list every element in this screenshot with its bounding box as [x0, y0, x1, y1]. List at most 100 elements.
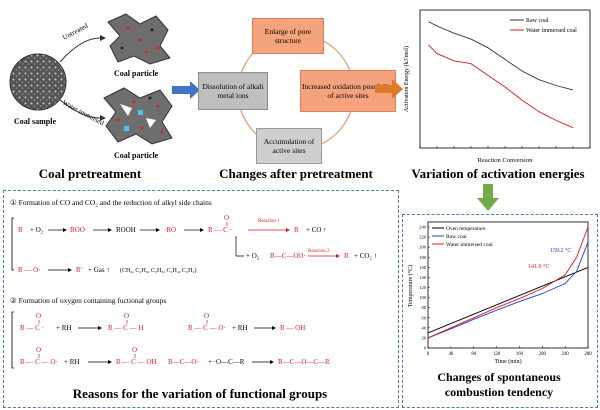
reasons-panel — [3, 190, 399, 408]
combustion-caption-line2: combustion tendency — [444, 385, 554, 399]
coal-particle-label-bottom: Coal particle — [114, 151, 159, 160]
activation-caption: Variation of activation energies — [411, 166, 585, 181]
x-tick-label-0: 0 — [427, 352, 430, 357]
y-tick-label-9: 180 — [419, 255, 427, 260]
accumulation-box: Accumulation of active sites — [256, 128, 322, 164]
annotation-water: 141.9 °C — [528, 263, 549, 270]
svg-text:+ RH: + RH — [232, 324, 247, 332]
activation-energy-chart: Raw coal Water immersed coal Activation … — [403, 9, 591, 164]
reaction-scheme-2: R — C · O + RH R — C — H O R — C — O· O … — [11, 311, 330, 369]
svg-text:+ ·O—C—R: + ·O—C—R — [208, 358, 245, 366]
svg-text:R—C—OO·: R—C—OO· — [270, 252, 306, 260]
svg-text:ROOH: ROOH — [116, 226, 136, 234]
legend-raw-label: Raw coal — [526, 18, 549, 24]
dissolution-text: Dissolution of alkali metal ions — [202, 82, 264, 100]
svg-text:O: O — [132, 346, 137, 354]
y-tick-label-12: 240 — [419, 225, 427, 230]
coal-particle-untreated-icon — [107, 13, 171, 65]
y-tick-label-7: 140 — [419, 275, 427, 280]
increased-oxidation-box: Increased oxidation possibility of activ… — [300, 70, 396, 112]
enlarge-pore-box: Enlarge of pore structure — [252, 18, 324, 54]
y-tick-label-10: 200 — [419, 245, 427, 250]
reasons-heading-1: ① Formation of CO and CO₂ and the reduct… — [10, 198, 212, 207]
combustion-panel — [402, 214, 598, 408]
activation-xlabel: Reaction Conversion — [478, 157, 533, 164]
svg-text:R—C—O·: R—C—O· — [168, 358, 199, 366]
reaction-scheme-1: R+ O₂ ROO· ROOH ·RO R — C · O Reaction 1… — [11, 214, 377, 274]
coal-pretreatment-panel: Untreated Water immersed Coal sample Coa… — [0, 0, 190, 190]
svg-text:R — C — OH: R — C — OH — [116, 358, 156, 366]
legend-oven-label: Oven temperature — [446, 226, 486, 232]
y-tick-label-2: 40 — [422, 325, 427, 330]
combustion-series-2 — [427, 226, 589, 339]
coal-pretreatment-illustration: Untreated Water immersed Coal sample Coa… — [9, 13, 173, 160]
reasons-heading-2: ② Formation of oxygen containing fuction… — [10, 296, 167, 305]
svg-text:R: R — [294, 226, 299, 234]
svg-text:+ Gas ↑: + Gas ↑ — [88, 266, 110, 274]
svg-text:+ O₂: + O₂ — [246, 252, 260, 260]
svg-text:+ O₂: + O₂ — [30, 226, 44, 234]
svg-text:R: R — [344, 252, 349, 260]
svg-text:ROO·: ROO· — [70, 226, 87, 234]
y-tick-label-11: 220 — [419, 235, 427, 240]
y-tick-label-1: 20 — [422, 335, 427, 340]
arrow-right-orange-icon — [375, 79, 403, 99]
arrow-down-icon — [477, 184, 499, 211]
changes-panel: Enlarge of pore structure Dissolution of… — [196, 8, 396, 168]
svg-text:R — O·: R — O· — [18, 266, 41, 274]
series-line-0 — [428, 21, 574, 91]
svg-text:+ RH: + RH — [56, 324, 71, 332]
svg-text:O: O — [124, 312, 129, 320]
svg-text:·RO: ·RO — [164, 226, 176, 234]
svg-text:R': R' — [76, 266, 82, 274]
untreated-arrow — [59, 37, 101, 63]
reaction-1-label: Reaction 1 — [258, 219, 280, 224]
svg-text:R — C ·: R — C · — [208, 226, 232, 234]
y-tick-label-8: 160 — [419, 265, 427, 270]
legend-water-coal-label: Water immersed coal — [446, 242, 493, 248]
coal-particle-water-immersed-icon — [103, 87, 173, 145]
changes-caption: Changes after pretreatment — [219, 166, 373, 181]
svg-text:+ RH: + RH — [64, 358, 79, 366]
increased-oxidation-text: Increased oxidation possibility of activ… — [301, 82, 395, 100]
x-tick-label-4: 160 — [516, 352, 524, 357]
activation-plot-area — [419, 9, 591, 149]
x-tick-label-1: 40 — [448, 352, 453, 357]
combustion-xlabel: Time (min) — [494, 358, 521, 365]
activation-panel: Raw coal Water immersed coal Activation … — [398, 6, 598, 166]
annotation-raw: 159.2 °C — [550, 247, 571, 254]
water-immersed-label: Water immersed — [61, 99, 106, 128]
x-tick-label-7: 280 — [584, 352, 592, 357]
combustion-ylabel: Temperature (°C) — [407, 265, 414, 307]
svg-text:+ CO₂ ↑: + CO₂ ↑ — [354, 252, 377, 260]
y-tick-label-4: 80 — [422, 305, 427, 310]
combustion-plot-area — [427, 221, 589, 349]
coal-pretreatment-caption: Coal pretreatment — [38, 166, 142, 181]
svg-text:R — C — O·: R — C — O· — [188, 324, 226, 332]
svg-text:R: R — [18, 226, 23, 234]
reasons-caption: Reasons for the variation of functional … — [72, 386, 328, 401]
combustion-series-0 — [427, 266, 589, 334]
svg-text:R — C ·: R — C · — [20, 324, 44, 332]
coal-sample-icon — [9, 53, 67, 111]
enlarge-pore-text: Enlarge of pore structure — [264, 27, 312, 45]
svg-text:O: O — [36, 346, 41, 354]
x-tick-label-3: 120 — [493, 352, 501, 357]
svg-text:R — OH: R — OH — [280, 324, 305, 332]
x-tick-label-6: 240 — [562, 352, 570, 357]
x-tick-label-2: 80 — [471, 352, 476, 357]
x-tick-label-5: 200 — [539, 352, 547, 357]
legend-water-label: Water immersed coal — [526, 28, 577, 34]
coal-particle-label-top: Coal particle — [114, 69, 159, 78]
svg-text:O: O — [204, 312, 209, 320]
svg-text:+ CO ↑: + CO ↑ — [306, 226, 327, 234]
coal-sample-label: Coal sample — [14, 117, 56, 126]
arrow-right-icon — [172, 81, 200, 99]
svg-text:R — C — O·: R — C — O· — [20, 358, 58, 366]
accumulation-text: Accumulation of active sites — [263, 137, 315, 155]
reaction-2-label: Reaction 2 — [308, 249, 330, 254]
svg-text:O: O — [36, 312, 41, 320]
legend-raw-coal-label: Raw coal — [446, 234, 467, 240]
untreated-label: Untreated — [61, 22, 90, 42]
y-tick-label-6: 120 — [419, 285, 427, 290]
